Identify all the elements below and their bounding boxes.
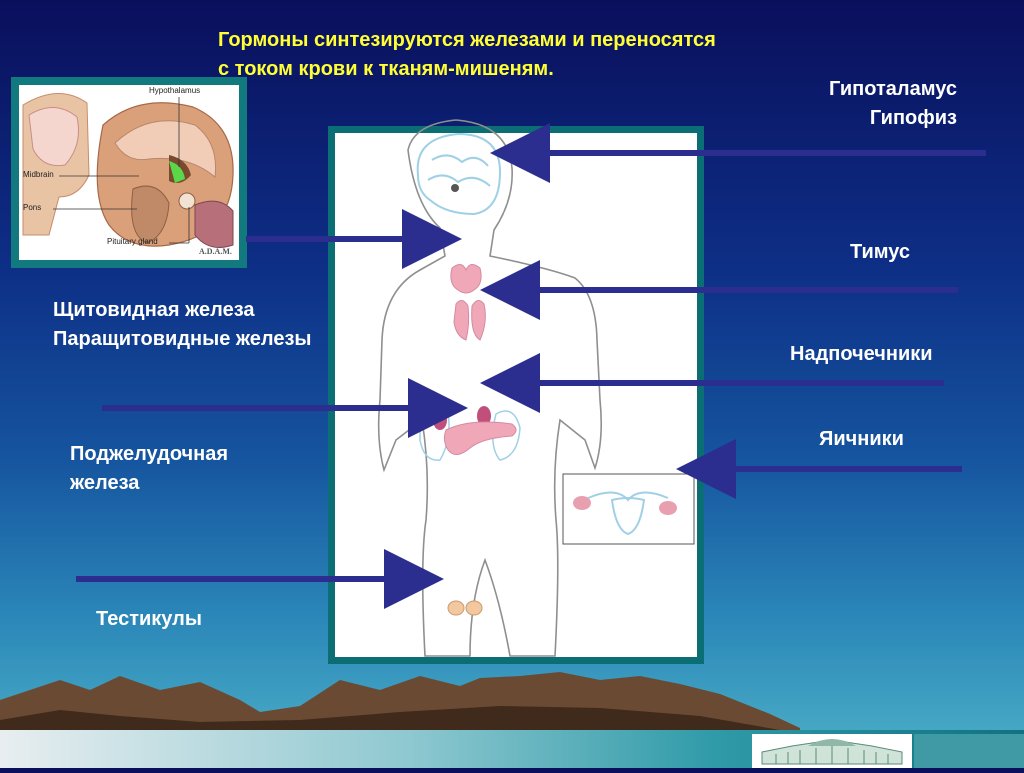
label-ovaries: Яичники (819, 428, 904, 450)
label-hypothalamus: Гипоталамус (829, 78, 957, 100)
adam-logo: A.D.A.M. (199, 247, 232, 256)
label-testes: Тестикулы (96, 608, 202, 630)
label-pancreas: Поджелудочная железа (70, 440, 228, 498)
label-parathyroid: Паращитовидные железы (53, 328, 312, 350)
title-line-2: с током крови к тканям-мишеням. (218, 58, 554, 80)
title-line-1: Гормоны синтезируются железами и перенос… (218, 29, 716, 51)
building-icon (761, 739, 903, 765)
brain-inset-panel: Hypothalamus Midbrain Pons Pituitary gla… (11, 77, 247, 268)
body-diagram-panel (328, 126, 704, 664)
building-logo (752, 734, 912, 768)
inset-label-midbrain: Midbrain (23, 170, 54, 179)
label-thyroid-parathyroid: Щитовидная железа Паращитовидные железы (53, 296, 349, 354)
label-pituitary: Гипофиз (869, 107, 957, 129)
label-pancreas-line-2: железа (70, 472, 140, 494)
label-thymus: Тимус (850, 241, 911, 263)
brain-section-illustration (19, 85, 239, 260)
label-hypothalamus-pituitary: Гипоталамус Гипофиз (795, 75, 957, 133)
bottom-right-tab (914, 734, 1024, 768)
inset-label-pons: Pons (23, 203, 42, 212)
inset-label-pituitary-gland: Pituitary gland (107, 237, 158, 246)
label-pancreas-line-1: Поджелудочная (70, 443, 229, 465)
label-thyroid: Щитовидная железа (53, 299, 255, 321)
inset-label-hypothalamus: Hypothalamus (149, 86, 201, 95)
label-adrenals: Надпочечники (790, 343, 933, 365)
slide-title: Гормоны синтезируются железами и перенос… (218, 26, 868, 84)
